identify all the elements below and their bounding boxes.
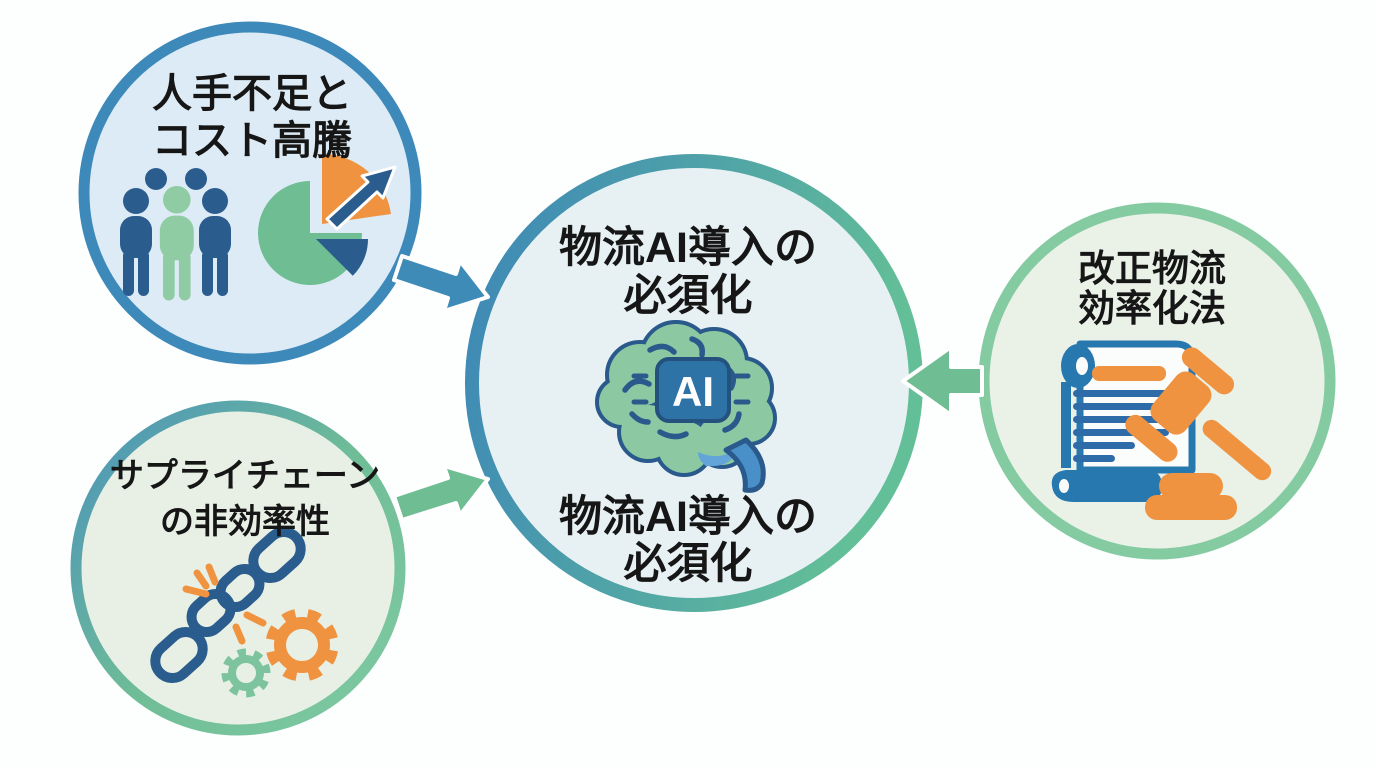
supply-chain-label: サプライチェーン の非効率性 — [110, 457, 380, 541]
center-top-line2: 必須化 — [624, 272, 753, 320]
law-label-line2: 効率化法 — [1078, 288, 1226, 329]
law-label: 改正物流 効率化法 — [1078, 248, 1226, 329]
center-bottom-line2: 必須化 — [624, 540, 753, 588]
supply-label-line1: サプライチェーン — [110, 457, 380, 495]
gavel-icon — [1125, 347, 1272, 520]
people-group-icon — [120, 168, 231, 301]
break-sparks-icon — [182, 563, 267, 645]
scroll-text-lines — [1073, 390, 1178, 462]
center-ai-label-bottom: 物流AI導入の 必須化 — [559, 493, 817, 588]
chip-pins — [631, 373, 751, 405]
ai-brain-icon: AI — [595, 320, 777, 493]
ai-chip-label: AI — [672, 368, 714, 415]
growth-arrow-icon — [325, 165, 397, 231]
supply-label-line2: の非効率性 — [160, 503, 330, 541]
arrow-law-to-center-icon — [901, 345, 984, 417]
broken-chain-icon — [150, 526, 306, 684]
center-top-line1: 物流AI導入の — [559, 224, 817, 272]
arrow-supply-to-center-icon — [392, 464, 490, 522]
labor-label-line1: 人手不足と — [152, 72, 352, 116]
brain-stem — [723, 437, 766, 493]
labor-label-line2: コスト高騰 — [152, 119, 352, 163]
law-label-line1: 改正物流 — [1078, 248, 1226, 289]
gears-icon — [221, 608, 339, 698]
brain-lobe-patch — [698, 448, 737, 467]
ai-chip-box — [655, 357, 731, 423]
labor-shortage-label: 人手不足と コスト高騰 — [152, 72, 352, 163]
arrow-labor-to-center-icon — [392, 254, 490, 313]
brain-folds — [622, 336, 742, 440]
center-ai-label-top: 物流AI導入の 必須化 — [559, 224, 817, 320]
pie-chart-growth-icon — [258, 154, 397, 285]
center-bottom-line1: 物流AI導入の — [559, 493, 817, 541]
